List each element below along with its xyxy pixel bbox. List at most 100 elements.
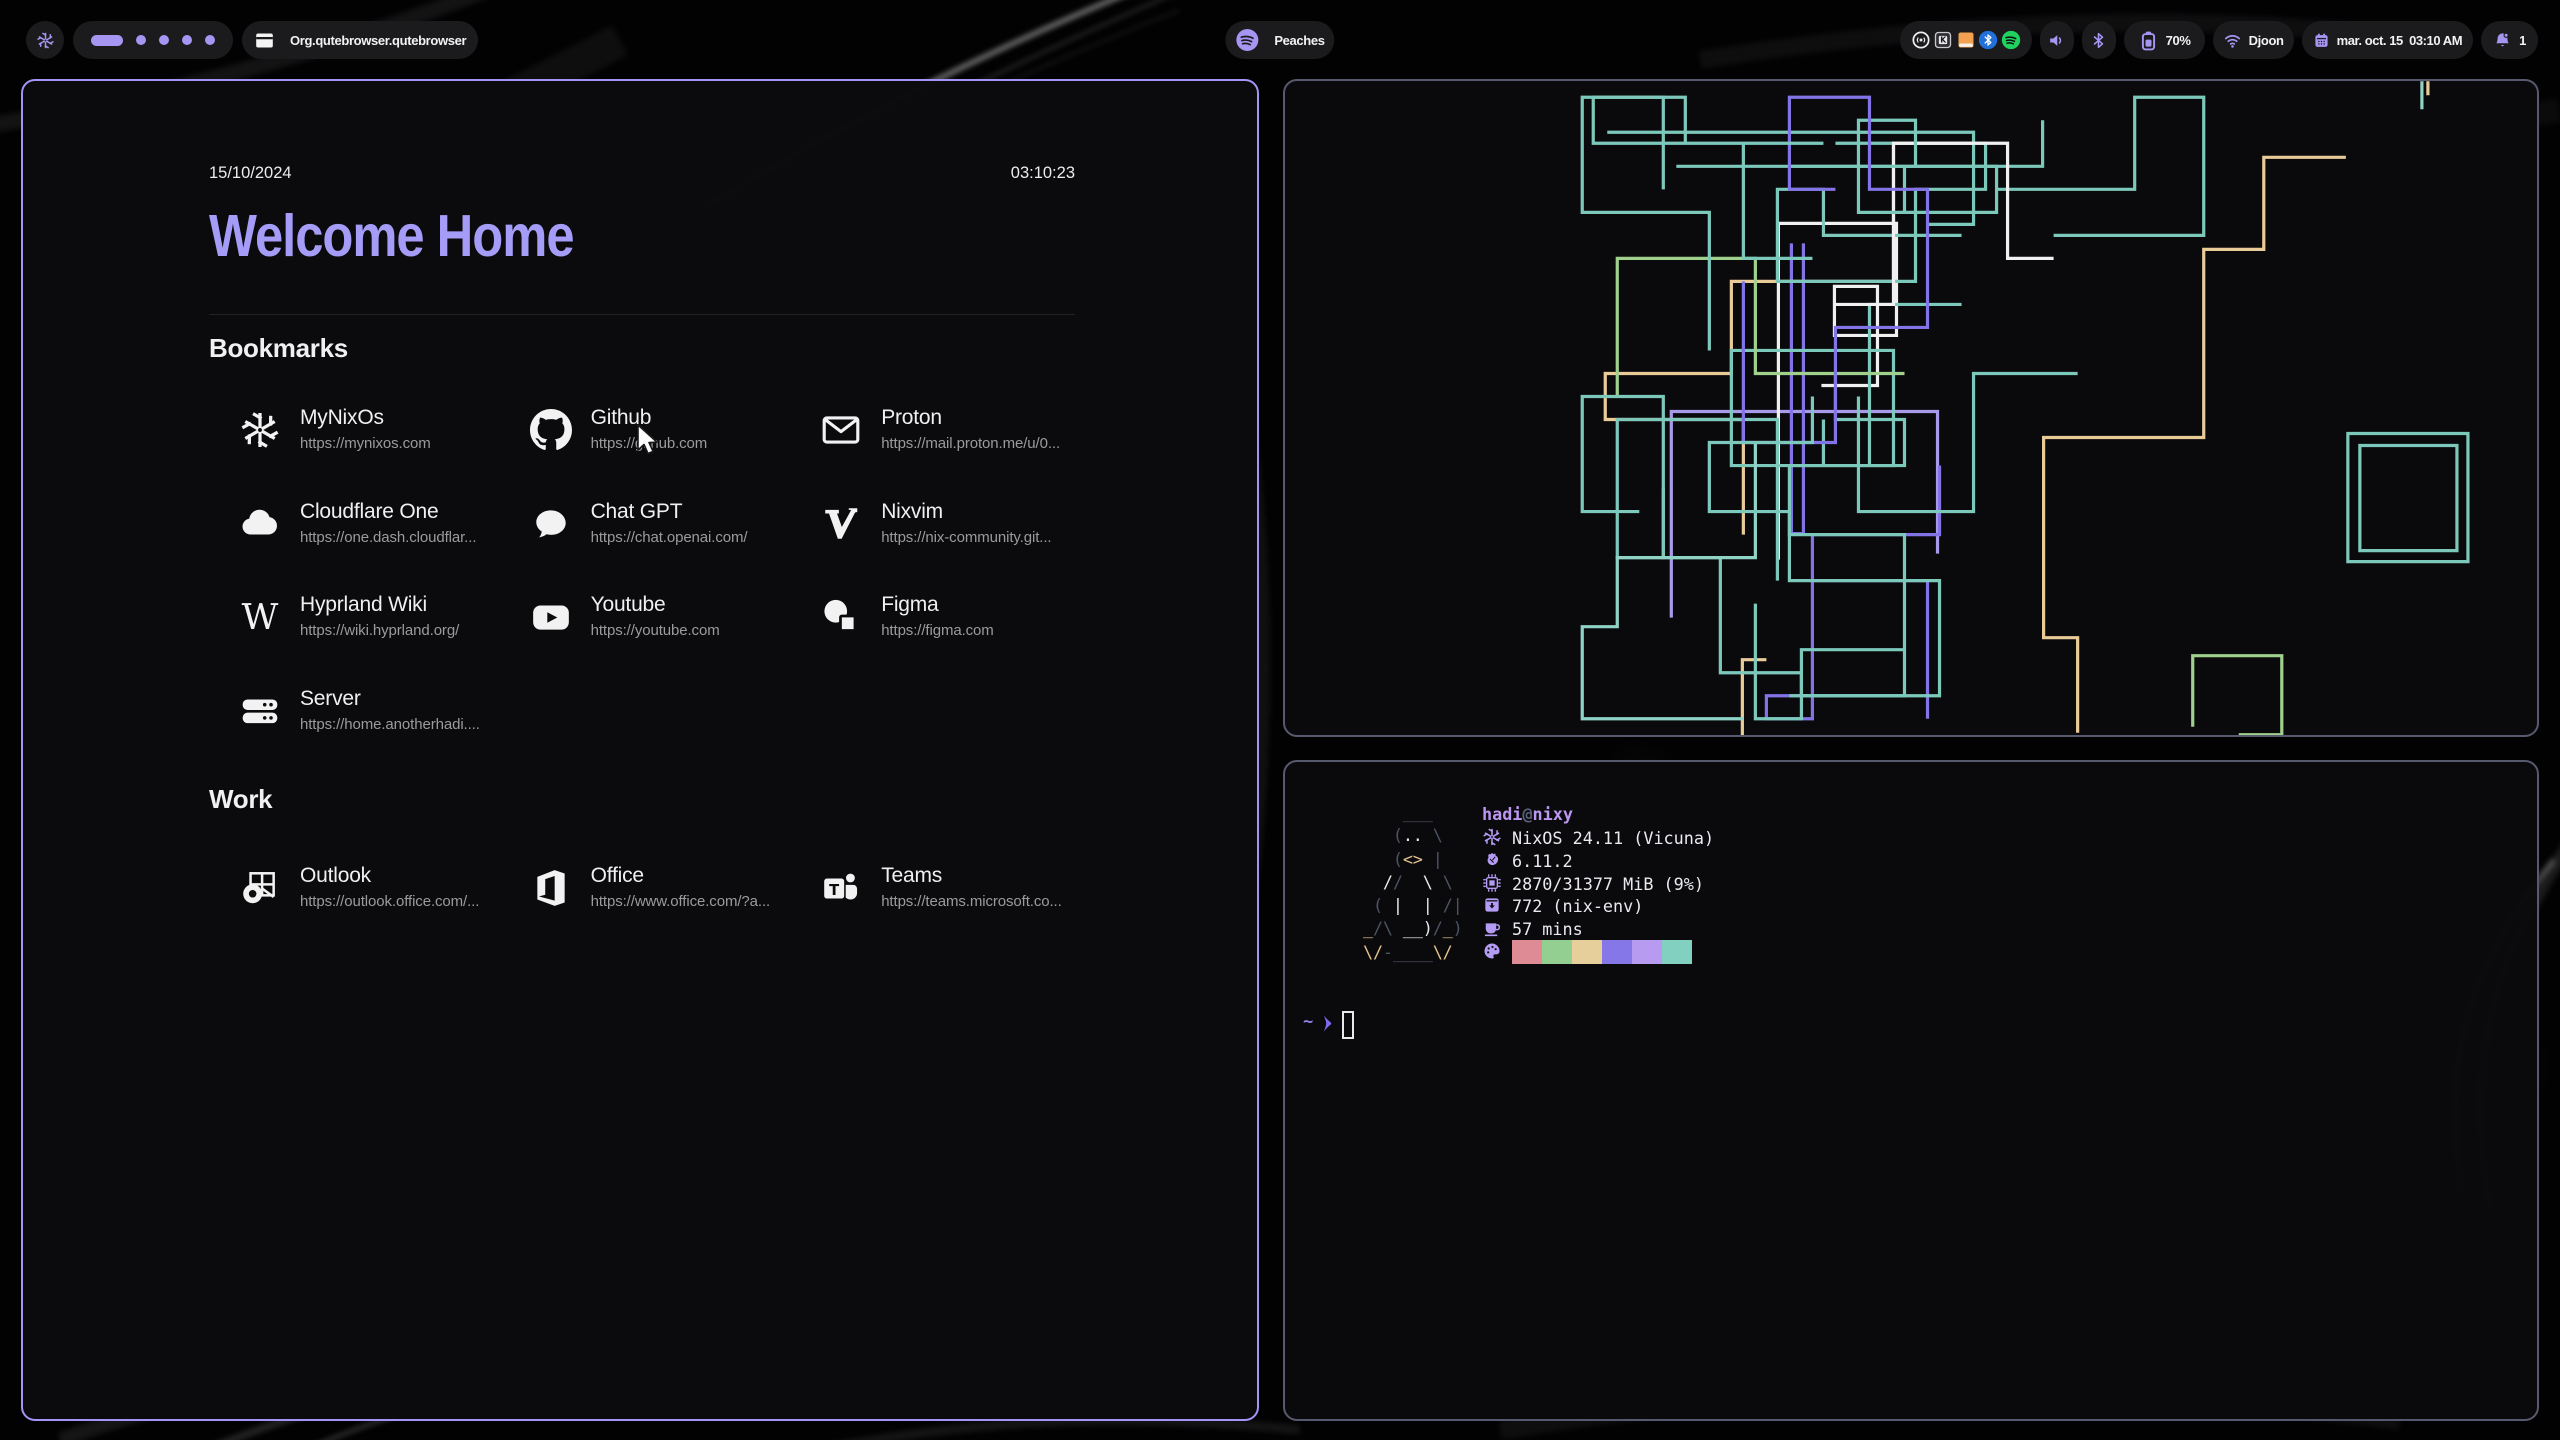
bluetooth-pill[interactable] [2081, 21, 2116, 59]
active-window-pill: Org.qutebrowser.qutebrowser [242, 21, 479, 59]
calendar-icon [2313, 32, 2330, 49]
notification-count: 1 [2519, 32, 2526, 48]
pipes-screensaver [1580, 81, 2470, 735]
workspace-dot[interactable] [181, 34, 192, 46]
bookmark-nixvim[interactable]: Nixvim https://nix-community.git... [820, 500, 1111, 598]
pipe [1789, 243, 1806, 536]
workspace-active[interactable] [91, 34, 123, 46]
workspace-dot[interactable] [135, 34, 146, 46]
bookmark-github[interactable]: Githubhttps://github.com [529, 406, 821, 504]
bookmark-url: https://figma.com [881, 622, 994, 639]
window-icon [254, 30, 275, 51]
fetch-host: nixy [1532, 804, 1573, 824]
outlook-icon [239, 867, 281, 909]
workspace-dot[interactable] [158, 34, 169, 46]
tray-bluetooth-icon[interactable] [1978, 30, 1998, 50]
clock-pill[interactable]: mar. oct. 15 03:10 AM [2301, 21, 2474, 59]
startpage-date: 15/10/2024 [209, 164, 292, 182]
speaker-icon [2047, 31, 2066, 50]
prompt-cwd: ~ [1303, 1012, 1314, 1032]
bookmark-name: Server [300, 686, 361, 710]
wifi-ssid: Djoon [2248, 32, 2284, 48]
bookmark-url: https://chat.openai.com/ [590, 528, 748, 546]
pipe [1740, 658, 1767, 735]
media-pill[interactable]: Peaches [1225, 21, 1335, 59]
bookmark-url: https://teams.microsoft.co... [881, 893, 1062, 910]
svg-text:K: K [1940, 36, 1947, 45]
wikipedia-icon: W [239, 596, 281, 638]
volume-pill[interactable] [2039, 21, 2074, 59]
battery-icon [2138, 30, 2159, 51]
package-icon [1482, 895, 1502, 915]
qutebrowser-window: 15/10/2024 03:10:23 Welcome Home Bookmar… [21, 79, 1259, 1421]
kernel-icon [1482, 850, 1502, 870]
bookmark-url: https://mail.proton.me/u/0... [881, 435, 1061, 452]
mouse-pointer [637, 424, 658, 455]
active-window-title: Org.qutebrowser.qutebrowser [290, 32, 467, 48]
bookmark-url: https://outlook.office.com/... [300, 893, 480, 910]
svg-text:W: W [242, 597, 279, 638]
launcher-button[interactable] [26, 21, 64, 59]
tray-ring-icon[interactable] [1911, 30, 1931, 50]
bookmark-url: https://nix-community.git... [881, 528, 1052, 546]
bookmark-name: Nixvim [881, 499, 943, 523]
nix-snowflake-icon [36, 31, 55, 50]
office-icon [530, 867, 572, 909]
terminal-color-swatches [1512, 940, 1692, 964]
color-swatch [1572, 940, 1602, 964]
bookmark-url: https://youtube.com [590, 622, 720, 639]
pipe [1741, 95, 1930, 445]
workspaces[interactable] [73, 21, 233, 59]
section-heading: Bookmarks [209, 333, 348, 363]
bookmark-server[interactable]: Server https://home.anotherhadi.... [239, 687, 530, 785]
startpage-time: 03:10:23 [1010, 164, 1075, 182]
chat-bubble-icon [530, 503, 572, 545]
network-pill[interactable]: Djoon [2212, 21, 2294, 59]
workspace-dot[interactable] [204, 34, 215, 46]
pipe [1789, 118, 1999, 214]
terminal-window[interactable]: ___ (.. \ (<> | // \ \ ( | | /| _/\ __)/… [1283, 760, 2539, 1421]
bookmark-url: https://wiki.hyprland.org/ [300, 622, 460, 639]
coffee-icon [1482, 918, 1502, 938]
bookmark-url: https://one.dash.cloudflar... [300, 528, 477, 546]
nix-snowflake-icon [239, 409, 281, 451]
color-swatch [1602, 940, 1632, 964]
tray-kbox-icon[interactable]: K [1933, 30, 1953, 50]
pipe [2042, 155, 2346, 733]
pipe [1996, 95, 2206, 237]
fetch-value: 2870/31377 MiB (9%) [1512, 873, 1704, 894]
pipe [1615, 417, 1779, 581]
bookmark-name: Cloudflare One [300, 499, 439, 523]
fetch-value: NixOS 24.11 (Vicuna) [1512, 828, 1715, 848]
system-tray[interactable]: K [1899, 21, 2032, 59]
vim-icon [820, 503, 862, 545]
bookmark-name: Hyprland Wiki [300, 593, 427, 616]
youtube-icon [530, 596, 572, 638]
status-bar: Org.qutebrowser.qutebrowser Peaches K 70… [0, 21, 2560, 59]
tray-spotify-icon[interactable] [2001, 30, 2021, 50]
bookmark-cloudflare-one[interactable]: Cloudflare One https://one.dash.cloudflar… [239, 500, 530, 598]
bookmark-name: Github [590, 406, 652, 429]
figma-icon [820, 596, 862, 638]
bookmark-hyprland-wiki[interactable]: W Hyprland Wiki https://wiki.hyprland.org/ [239, 593, 530, 691]
notifications-pill[interactable]: 1 [2481, 21, 2538, 59]
teams-icon: T [820, 867, 862, 909]
bookmark-url: https://home.anotherhadi.... [300, 715, 480, 733]
tray-orange-note-icon[interactable] [1956, 30, 1976, 50]
battery-pill[interactable]: 70% [2123, 21, 2205, 59]
pipe [1856, 371, 2078, 514]
fetch-user: hadi [1482, 804, 1523, 824]
pipe [1591, 95, 1824, 260]
pipe [1776, 221, 1899, 560]
color-swatch [1662, 940, 1692, 964]
